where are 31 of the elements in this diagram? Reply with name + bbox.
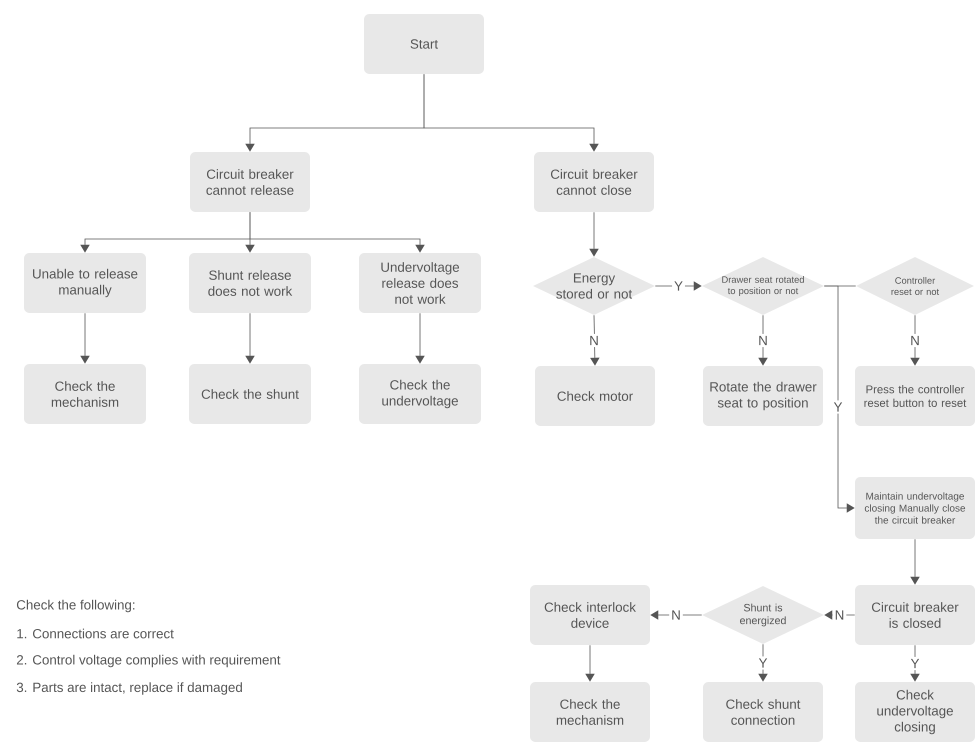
edge-label: N [587,334,601,348]
note-text: Check the following: [16,600,134,612]
process-box: Rotate the drawer seat to position [703,366,823,426]
edge-label: Y [672,279,685,293]
process-box: Check motor [535,366,655,426]
note-text: 2. Control voltage complies with requirement [16,654,280,668]
edge-label: N [756,334,770,348]
process-box: Undervoltage release does not work [359,253,481,313]
process-box: Check the mechanism [530,682,650,742]
process-box: Check the undervoltage [359,364,481,424]
edge-label: N [669,608,683,622]
process-box: Shunt release does not work [189,253,311,313]
process-box: Circuit breaker cannot close [534,152,654,212]
edge-label: Y [908,656,922,670]
process-box: Check undervoltage closing [855,682,975,742]
process-box: Circuit breaker cannot release [190,152,310,212]
process-box: Check the shunt [189,364,311,424]
process-box: Unable to release manually [24,253,146,313]
edge-label: N [908,334,922,348]
process-box: Maintain undervoltage closing Manually close the circuit breaker [855,477,975,539]
edge-label: Y [832,400,844,414]
process-box: Press the controller reset button to reset [855,366,975,426]
note-text: 1. Connections are correct [17,628,174,638]
edge-label: N [832,608,846,622]
process-box: Check the mechanism [24,364,146,424]
process-box: Check interlock device [530,585,650,645]
edge-label: Y [756,656,770,670]
process-box: Circuit breaker is closed [855,585,975,645]
process-box: Start [364,14,484,74]
note-text: 3. Parts are intact, replace if damaged [16,682,242,695]
process-box: Check shunt connection [703,682,823,742]
